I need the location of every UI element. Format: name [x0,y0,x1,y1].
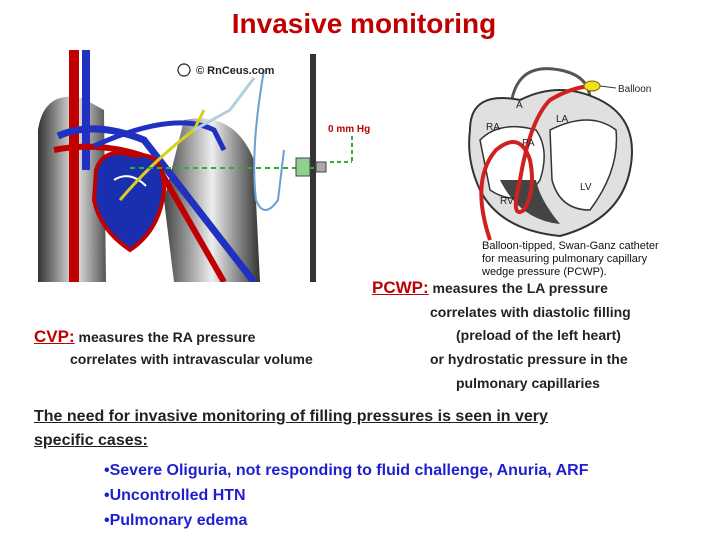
cvp-measures: measures the RA pressure [75,329,256,345]
pcwp-line-2: correlates with diastolic filling [430,304,631,320]
swan-ganz-diagram: A RA PA LA RV LV Balloon [440,60,700,250]
pcwp-line-4: or hydrostatic pressure in the [430,351,628,367]
pressure-label: 0 mm Hg [328,124,370,135]
label-rv: RV [500,196,514,207]
cvp-diagram: 0 mm Hg © RnCeus.com [34,50,370,282]
label-balloon: Balloon [618,84,651,95]
figure-caption-3: wedge pressure (PCWP). [482,266,607,278]
slide-title: Invasive monitoring [0,8,728,40]
bullet-htn: •Uncontrolled HTN [104,487,246,505]
pcwp-heading: PCWP: [372,278,429,297]
figure-caption-2: for measuring pulmonary capillary [482,253,647,265]
cvp-line-2: correlates with intravascular volume [70,351,313,367]
bullet-edema: •Pulmonary edema [104,512,247,530]
pcwp-measures: measures the LA pressure [429,280,608,296]
pcwp-line-5: pulmonary capillaries [456,375,600,391]
watermark: © RnCeus.com [196,65,275,77]
transducer [296,158,310,176]
need-line-1: The need for invasive monitoring of fill… [34,408,548,426]
label-pa: PA [522,138,535,149]
label-lv: LV [580,182,592,193]
need-line-2: specific cases: [34,432,148,450]
cvp-line-1: CVP: measures the RA pressure [34,327,255,347]
cvp-heading: CVP: [34,327,75,346]
bullet-oliguria: •Severe Oliguria, not responding to flui… [104,462,588,480]
balloon [584,81,600,91]
label-ra: RA [486,122,500,133]
label-a: A [516,100,523,111]
pcwp-line-1: PCWP: measures the LA pressure [372,278,608,298]
pcwp-line-3: (preload of the left heart) [456,327,621,343]
figure-caption-1: Balloon-tipped, Swan-Ganz catheter [482,240,659,252]
label-la: LA [556,114,569,125]
